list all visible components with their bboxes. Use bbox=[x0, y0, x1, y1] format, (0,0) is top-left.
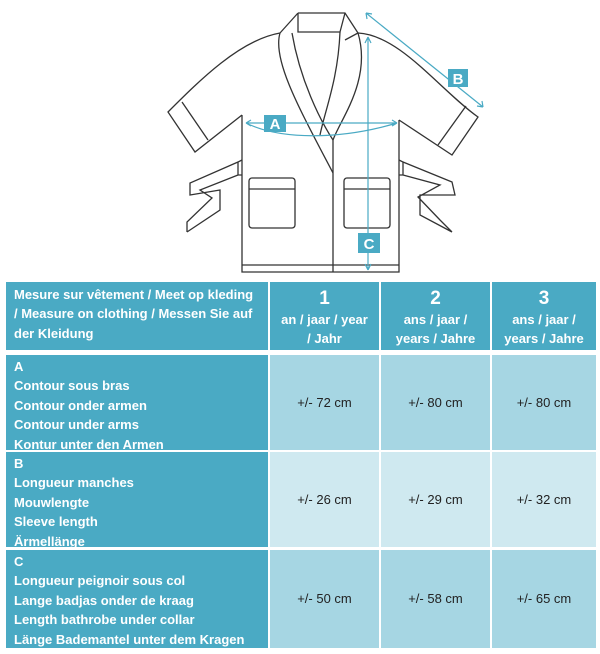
row-line: Longueur peignoir sous col bbox=[14, 573, 186, 589]
header-size-3: 3 ans / jaar / years / Jahre bbox=[492, 282, 596, 350]
row-line: Kontur unter den Armen bbox=[14, 436, 164, 452]
measure-b-arrow bbox=[365, 12, 484, 108]
row-b-size-2: +/- 29 cm bbox=[381, 452, 490, 547]
row-a-label: A Contour sous bras Contour onder armen … bbox=[6, 355, 268, 452]
row-a-size-2: +/- 80 cm bbox=[381, 355, 490, 450]
size-number: 2 bbox=[430, 288, 441, 309]
measure-c-arrow bbox=[364, 36, 372, 271]
size-unit: ans / jaar / years / Jahre bbox=[395, 312, 476, 346]
header-size-2: 2 ans / jaar / years / Jahre bbox=[381, 282, 490, 350]
label-c: C bbox=[364, 236, 375, 253]
label-b: B bbox=[453, 71, 464, 88]
row-a-size-1: +/- 72 cm bbox=[270, 355, 379, 450]
header-measure: Mesure sur vêtement / Meet op kleding / … bbox=[6, 282, 268, 350]
row-a-size-3: +/- 80 cm bbox=[492, 355, 596, 450]
row-letter: C bbox=[14, 554, 24, 569]
measure-a-arrow bbox=[245, 119, 398, 137]
header-size-1: 1 an / jaar / year / Jahr bbox=[270, 282, 379, 350]
bathrobe-diagram: A B C bbox=[167, 12, 484, 273]
size-unit: an / jaar / year / Jahr bbox=[281, 312, 368, 346]
row-line: Longueur manches bbox=[14, 475, 134, 491]
size-number: 1 bbox=[319, 288, 330, 309]
row-b-size-3: +/- 32 cm bbox=[492, 452, 596, 547]
row-letter: B bbox=[14, 456, 24, 471]
bathrobe-outline bbox=[167, 12, 479, 273]
row-c-size-2: +/- 58 cm bbox=[381, 550, 490, 648]
row-line: Contour onder armen bbox=[14, 397, 147, 413]
row-line: Ärmellänge bbox=[14, 533, 85, 549]
row-line: Länge Bademantel unter dem Kragen bbox=[14, 631, 245, 647]
row-line: Length bathrobe under collar bbox=[14, 612, 195, 628]
row-c-label: C Longueur peignoir sous col Lange badja… bbox=[6, 550, 268, 648]
row-line: Sleeve length bbox=[14, 514, 98, 530]
row-b-label: B Longueur manches Mouwlengte Sleeve len… bbox=[6, 452, 268, 549]
size-number: 3 bbox=[538, 288, 550, 309]
size-unit: ans / jaar / years / Jahre bbox=[504, 312, 584, 346]
row-line: Mouwlengte bbox=[14, 494, 90, 510]
row-letter: A bbox=[14, 359, 24, 374]
row-line: Lange badjas onder de kraag bbox=[14, 592, 194, 608]
row-line: Contour sous bras bbox=[14, 378, 130, 394]
row-b-size-1: +/- 26 cm bbox=[270, 452, 379, 547]
label-a: A bbox=[270, 116, 281, 133]
row-line: Contour under arms bbox=[14, 417, 139, 433]
row-c-size-3: +/- 65 cm bbox=[492, 550, 596, 648]
row-c-size-1: +/- 50 cm bbox=[270, 550, 379, 648]
